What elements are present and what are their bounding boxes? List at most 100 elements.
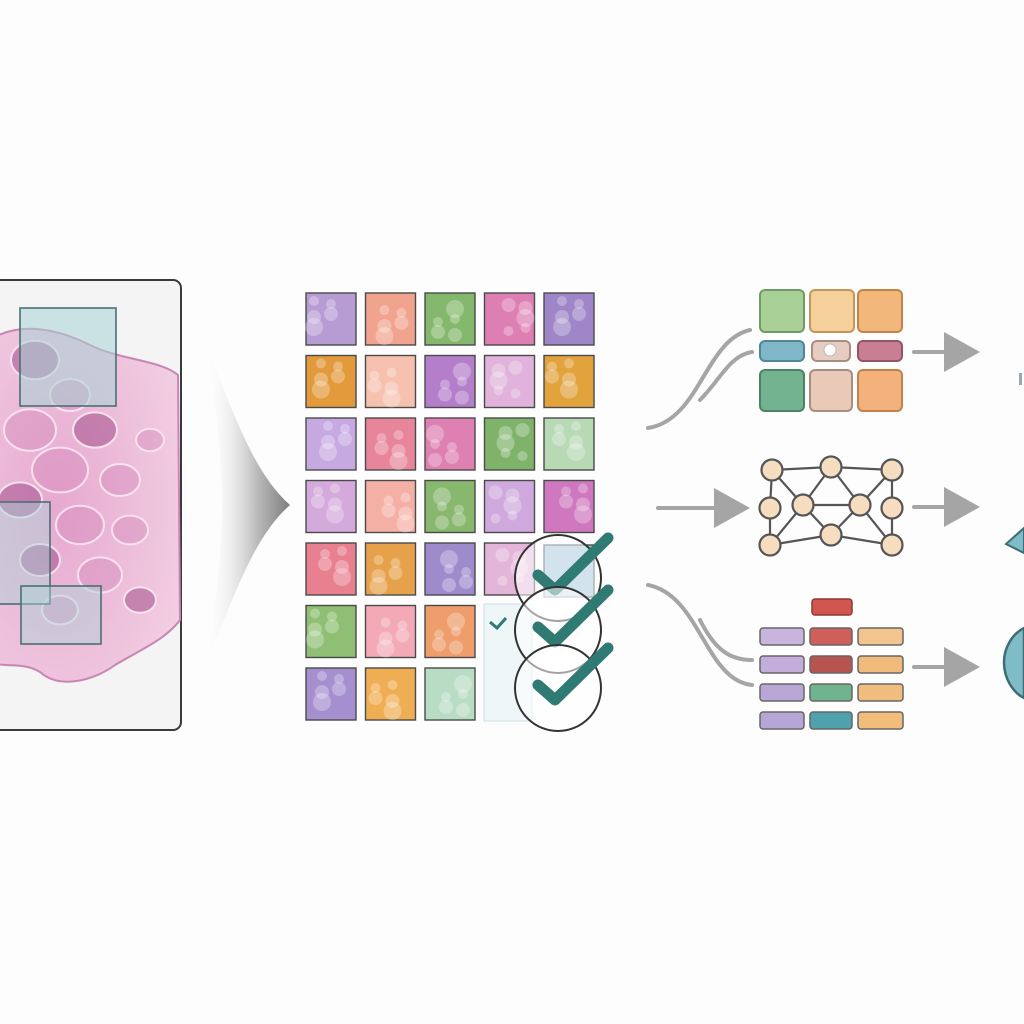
patch-texture xyxy=(306,630,324,649)
patch-texture xyxy=(505,488,520,503)
patch-texture xyxy=(325,619,339,634)
token-bar xyxy=(809,711,853,730)
funnel-shape xyxy=(205,345,290,665)
tissue-cell-cluster xyxy=(135,427,165,453)
patch-texture xyxy=(501,298,516,312)
patch-texture xyxy=(490,513,501,524)
checkmark-icon xyxy=(532,642,614,706)
token-bar xyxy=(809,627,853,646)
patch-texture xyxy=(571,421,581,431)
patch-texture xyxy=(457,376,467,387)
patch-texture xyxy=(338,432,352,446)
patch-texture xyxy=(453,362,471,381)
patch-texture xyxy=(390,558,401,568)
patch-texture xyxy=(561,486,571,497)
patch-grid xyxy=(305,292,595,722)
patch-texture xyxy=(441,692,451,702)
patch-texture xyxy=(493,385,504,396)
patch-texture xyxy=(369,577,388,595)
patch-texture xyxy=(574,505,592,524)
patch-texture xyxy=(376,639,395,658)
tissue-cell-cluster xyxy=(123,586,157,614)
patch-texture xyxy=(380,617,391,628)
patch-texture xyxy=(447,442,457,452)
patch-texture xyxy=(396,308,407,318)
graph-node xyxy=(758,533,782,557)
patch-texture xyxy=(323,421,333,431)
patch-texture xyxy=(426,425,444,443)
patch-texture xyxy=(450,314,460,324)
roi-box-2 xyxy=(0,501,51,605)
patch-texture xyxy=(553,318,571,336)
checkmark-icon xyxy=(532,584,614,648)
patch-texture xyxy=(491,363,506,378)
patch-texture xyxy=(330,483,340,494)
token-bar xyxy=(857,627,904,646)
patch-texture xyxy=(397,620,408,631)
patch-texture xyxy=(434,629,444,640)
patch-tile xyxy=(483,417,536,471)
patch-texture xyxy=(389,452,408,470)
patch-texture xyxy=(313,486,323,497)
patch-texture xyxy=(461,567,471,577)
patch-texture xyxy=(367,378,382,393)
roi-box-1 xyxy=(19,307,117,407)
graph-node xyxy=(880,458,904,482)
patch-tile xyxy=(364,417,417,471)
patch-tile xyxy=(424,667,476,721)
patch-tile xyxy=(543,354,595,409)
patch-texture xyxy=(503,326,514,336)
patch-texture xyxy=(394,316,409,330)
patch-texture xyxy=(445,450,459,464)
patch-texture xyxy=(440,550,458,568)
patch-texture xyxy=(554,424,564,434)
connector-bottom-curve xyxy=(646,583,754,687)
patch-texture xyxy=(370,683,381,693)
patch-texture xyxy=(326,505,344,524)
patch-texture xyxy=(557,296,567,306)
patch-texture xyxy=(335,560,349,574)
patch-texture xyxy=(428,453,442,467)
graph-node xyxy=(880,533,904,557)
connector-bottom-curve-2 xyxy=(698,618,754,662)
patch-tile xyxy=(305,479,357,534)
patch-tile xyxy=(543,417,595,471)
patch-texture xyxy=(327,611,337,622)
tissue-cell-cluster xyxy=(77,556,123,594)
patch-texture xyxy=(495,548,510,562)
patch-texture xyxy=(437,501,447,512)
patch-texture xyxy=(451,626,461,637)
patch-texture xyxy=(379,305,390,315)
patch-texture xyxy=(454,504,464,515)
patch-texture xyxy=(455,390,469,405)
clustered-feature-blocks xyxy=(759,289,903,412)
patch-texture xyxy=(507,510,518,521)
patch-tile xyxy=(364,292,417,346)
patch-texture xyxy=(432,637,446,652)
patch-texture xyxy=(447,612,465,631)
patch-texture xyxy=(317,671,327,681)
patch-texture xyxy=(305,318,323,336)
patch-texture xyxy=(315,685,329,699)
tissue-cell-cluster xyxy=(3,408,57,452)
check-circle xyxy=(514,644,602,732)
patch-tile xyxy=(543,479,595,534)
patch-texture xyxy=(368,691,383,705)
patch-texture xyxy=(449,640,463,655)
patch-texture xyxy=(373,555,384,565)
patch-texture xyxy=(333,361,343,372)
patch-tile xyxy=(483,292,536,346)
patch-texture xyxy=(433,317,443,327)
patch-texture xyxy=(576,497,590,512)
graph-node xyxy=(819,455,843,479)
patch-texture xyxy=(545,369,559,384)
patch-tile xyxy=(543,292,595,346)
patch-texture xyxy=(318,557,332,571)
patch-texture xyxy=(555,310,569,324)
feature-token-stack xyxy=(759,598,904,730)
patch-texture xyxy=(328,497,342,512)
tissue-cell-cluster xyxy=(0,481,43,519)
patch-texture xyxy=(337,546,347,556)
patch-texture xyxy=(377,319,392,333)
patch-texture xyxy=(395,628,410,643)
